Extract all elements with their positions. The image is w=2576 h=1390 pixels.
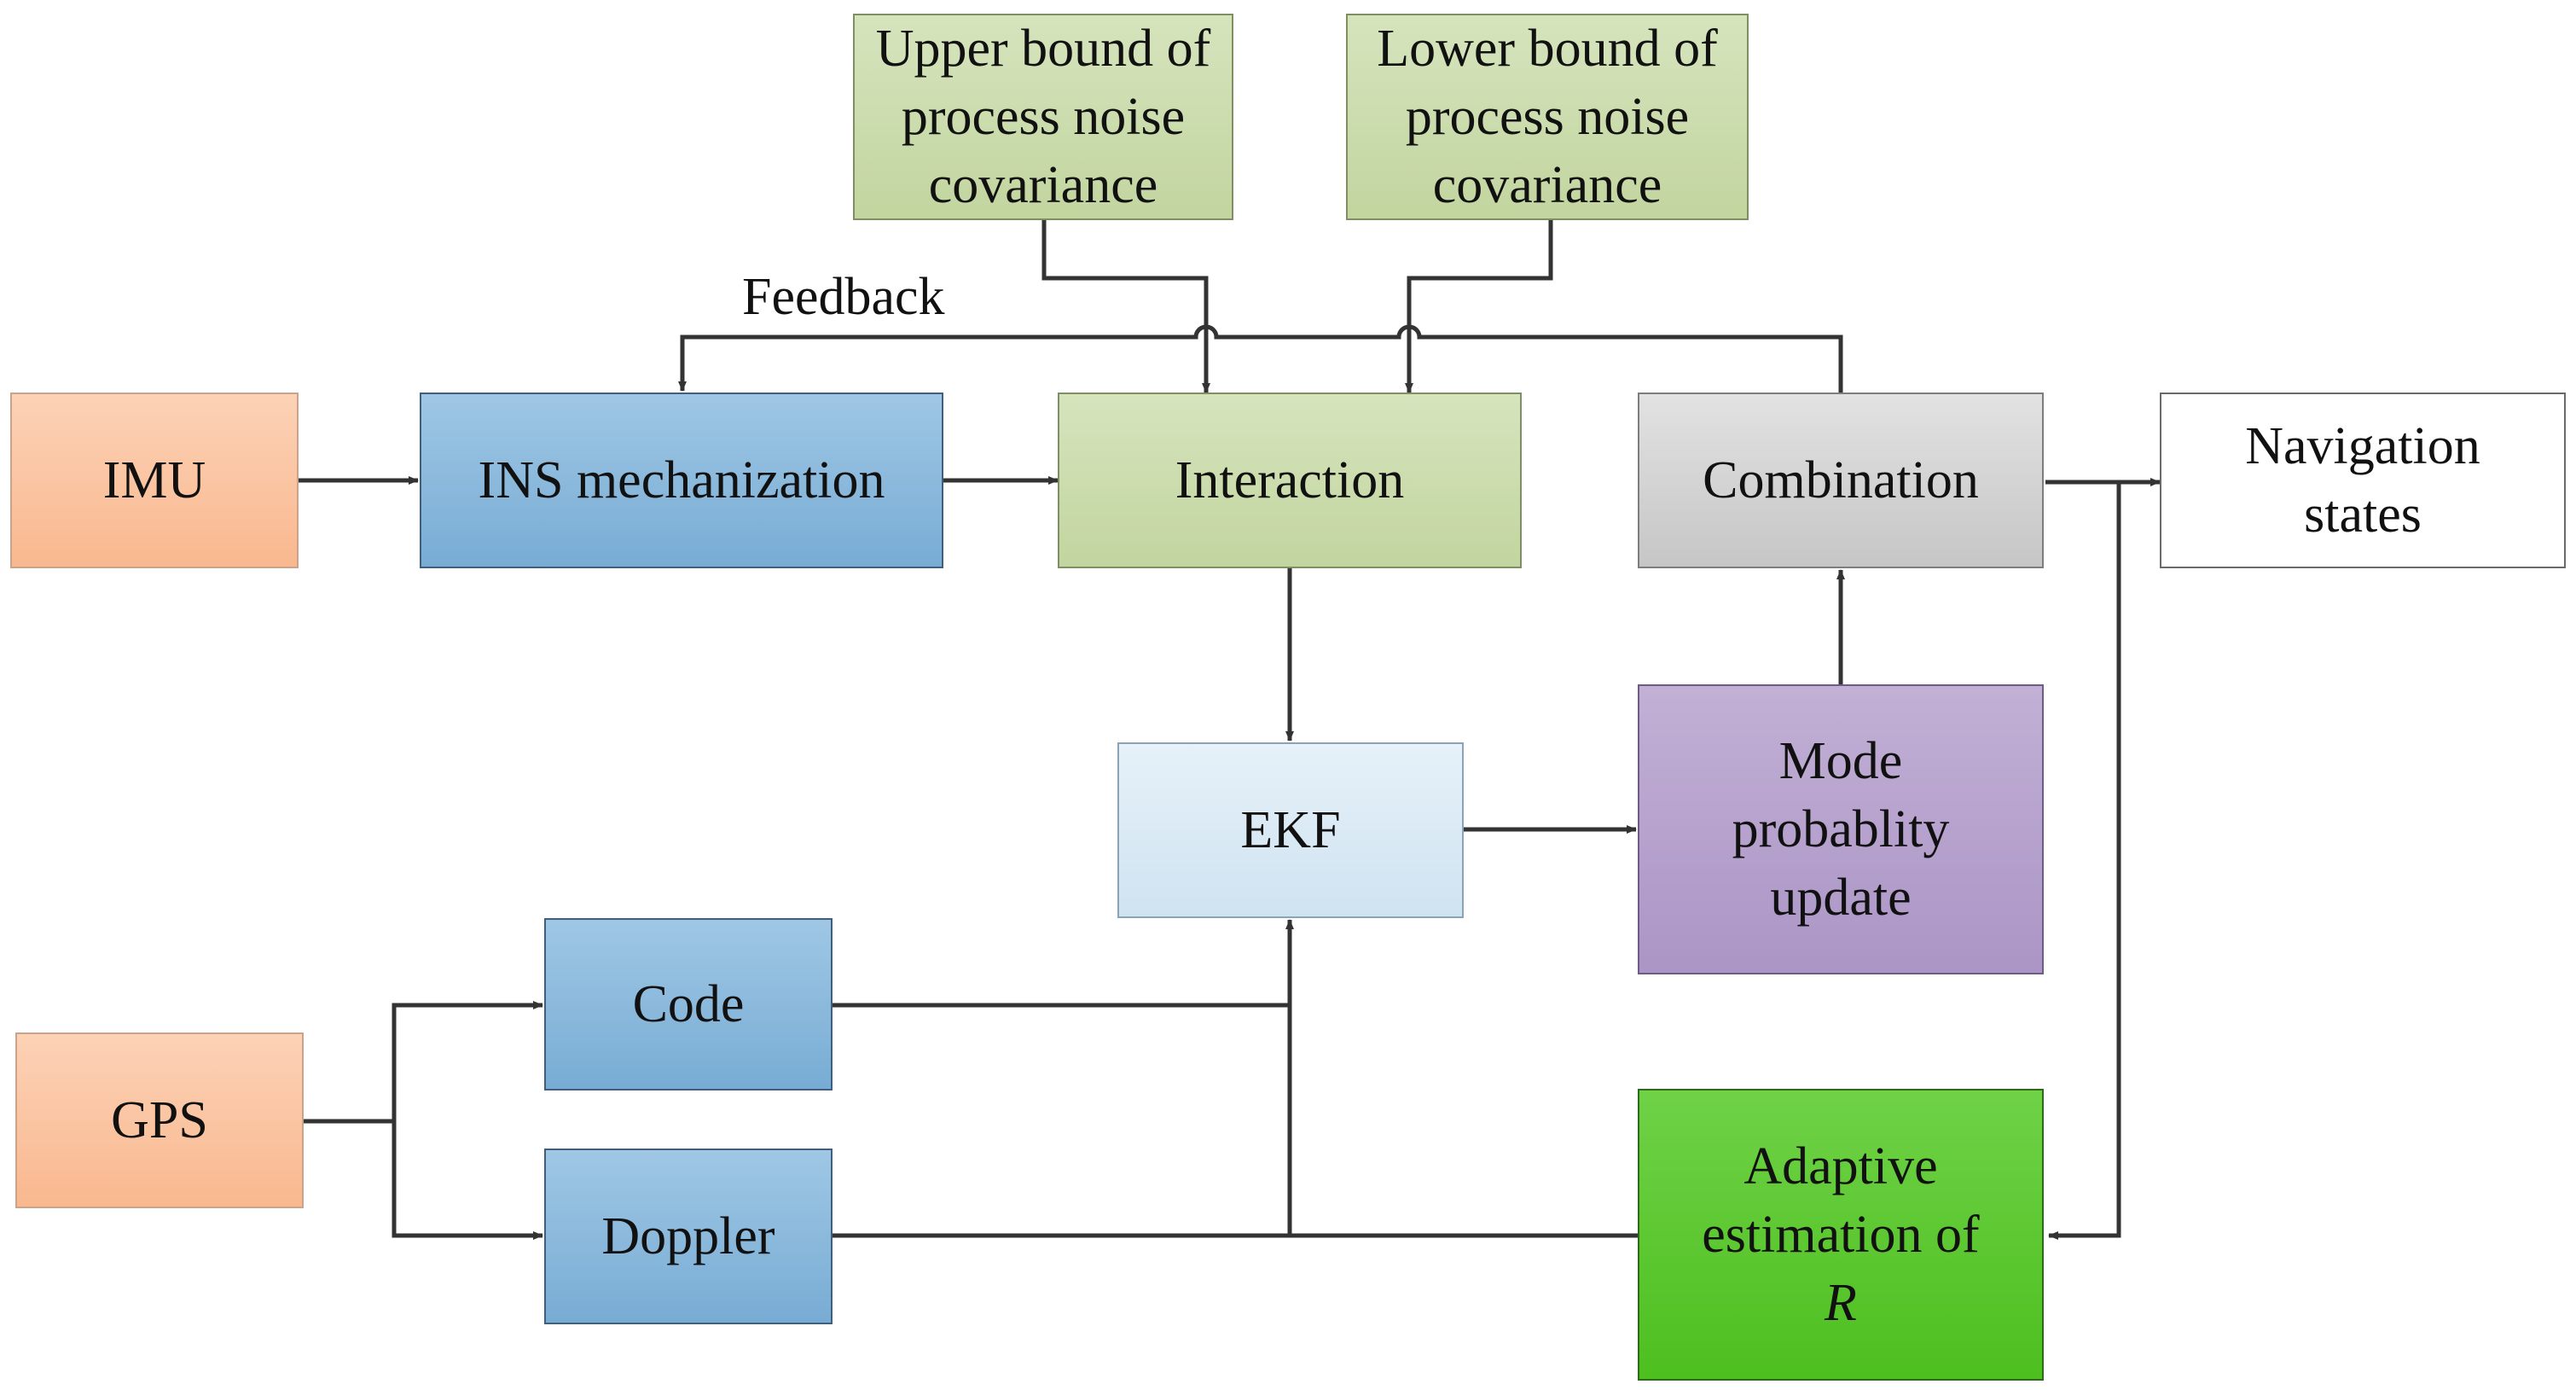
adaptive-r-symbol: R xyxy=(1825,1274,1857,1332)
gps-label: GPS xyxy=(111,1091,208,1149)
mode-probability-label: Mode probablity update xyxy=(1732,732,1950,927)
feedback-label: Feedback xyxy=(742,268,945,326)
adaptive-estimation-label: Adaptive estimation of R xyxy=(1702,1132,1979,1337)
gps-box: GPS xyxy=(15,1032,304,1208)
imu-box: IMU xyxy=(10,393,299,568)
ekf-box: EKF xyxy=(1117,742,1464,918)
navigation-states-box: Navigation states xyxy=(2160,393,2566,568)
combination-box: Combination xyxy=(1638,393,2044,568)
adaptive-estimation-box: Adaptive estimation of R xyxy=(1638,1089,2044,1381)
edge-lower-interaction xyxy=(1405,220,1553,393)
interaction-label: Interaction xyxy=(1175,451,1405,509)
edge-combination-adaptive xyxy=(2045,480,2121,1240)
doppler-box: Doppler xyxy=(544,1149,833,1324)
code-label: Code xyxy=(632,975,745,1033)
mode-probability-box: Mode probablity update xyxy=(1638,684,2044,974)
edge-feedback xyxy=(678,324,1843,393)
adaptive-line-1: Adaptive xyxy=(1743,1137,1938,1195)
upper-bound-box: Upper bound of process noise covariance xyxy=(853,14,1233,220)
code-box: Code xyxy=(544,918,833,1090)
edge-gps-doppler xyxy=(392,1121,543,1240)
edge-gps-code xyxy=(392,1001,543,1121)
lower-bound-label: Lower bound of process noise covariance xyxy=(1377,20,1718,214)
navigation-states-label: Navigation states xyxy=(2245,417,2480,544)
interaction-box: Interaction xyxy=(1058,393,1522,568)
imu-label: IMU xyxy=(102,451,206,509)
adaptive-line-2: estimation of xyxy=(1702,1206,1980,1264)
combination-label: Combination xyxy=(1703,451,1979,509)
doppler-label: Doppler xyxy=(601,1207,775,1265)
ekf-label: EKF xyxy=(1240,801,1341,859)
upper-bound-label: Upper bound of process noise covariance xyxy=(875,20,1211,214)
lower-bound-box: Lower bound of process noise covariance xyxy=(1346,14,1749,220)
ins-mechanization-label: INS mechanization xyxy=(478,451,885,509)
ins-mechanization-box: INS mechanization xyxy=(420,393,943,568)
edge-upper-interaction xyxy=(1041,220,1210,393)
